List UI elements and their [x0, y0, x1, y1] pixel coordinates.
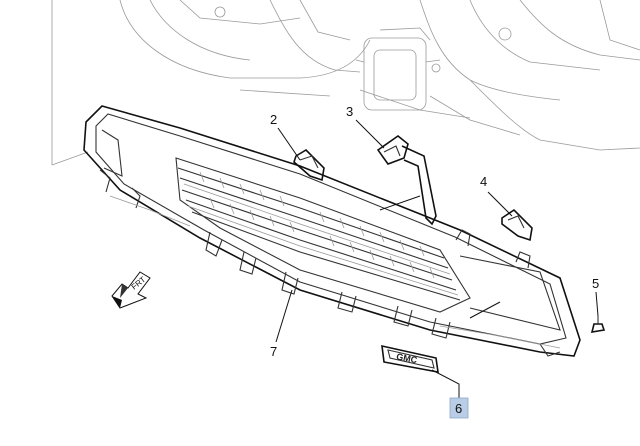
callout-5: 5	[592, 276, 599, 291]
part-3-bracket	[376, 135, 437, 226]
callout-4: 4	[480, 174, 487, 189]
part-5-screw	[590, 316, 606, 333]
callout-labels: 2 3 4 5 6 7	[270, 104, 599, 419]
emblem-text: GMC	[395, 351, 418, 365]
grille-assembly	[83, 105, 581, 357]
callout-7: 7	[270, 344, 277, 359]
vehicle-front-outline	[51, 0, 640, 166]
callout-3: 3	[346, 104, 353, 119]
callout-6-highlight	[449, 397, 469, 419]
part-4-clip	[501, 208, 533, 242]
leader-lines	[275, 119, 599, 398]
callout-6: 6	[455, 401, 462, 416]
front-direction-indicator: FRT	[111, 271, 151, 309]
callout-2: 2	[270, 112, 277, 127]
part-2-clip	[293, 148, 325, 182]
tow-hook-bracket	[355, 27, 441, 111]
part-6-emblem: GMC	[381, 344, 439, 373]
